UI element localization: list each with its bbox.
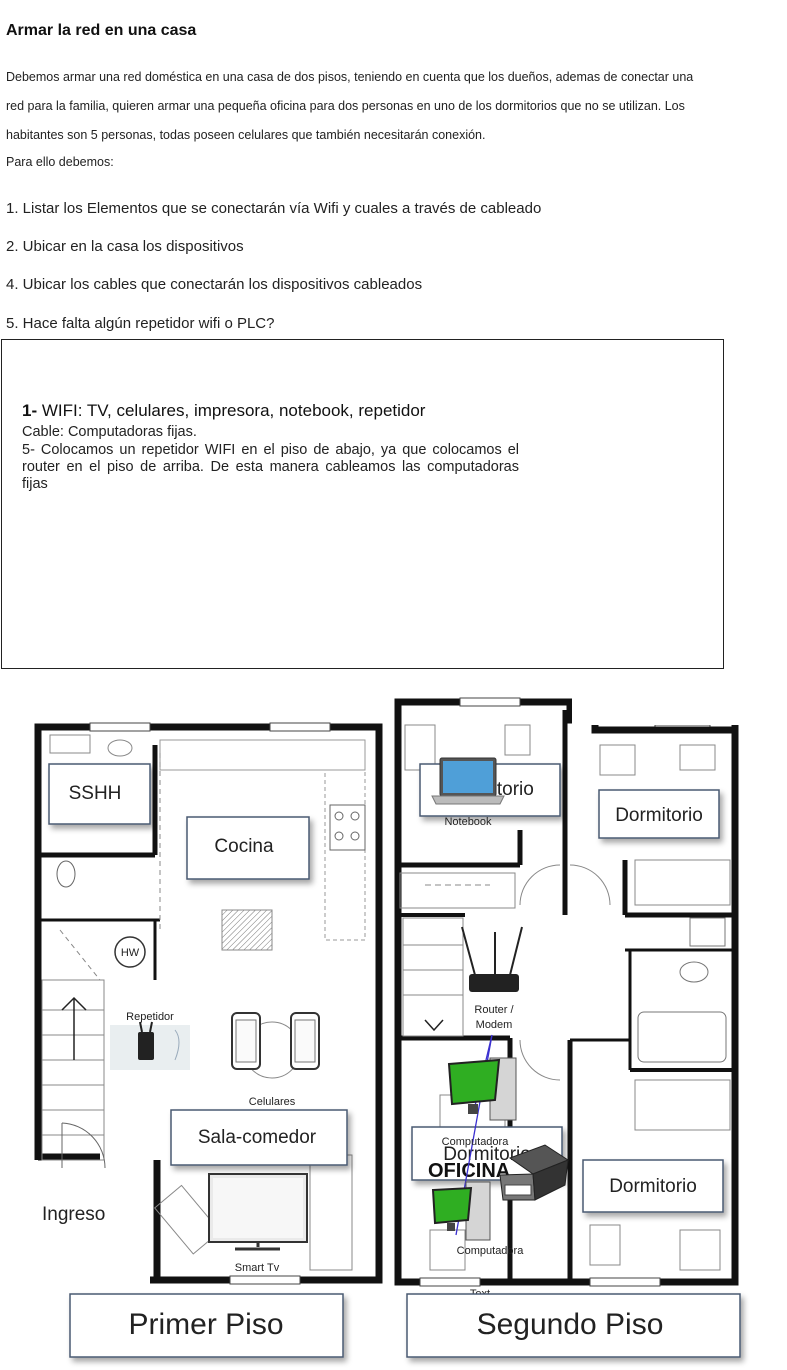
room-dormitorio-bottom-right: Dormitorio <box>582 1159 724 1213</box>
intro-line-4: Para ello debemos: <box>6 155 114 169</box>
step-5: 5. Hace falta algún repetidor wifi o PLC… <box>6 315 275 332</box>
floor-label-first: Primer Piso <box>69 1293 344 1358</box>
page-title: Armar la red en una casa <box>6 22 197 39</box>
intro-line-3: habitantes son 5 personas, todas poseen … <box>6 128 486 142</box>
room-ingreso: Ingreso <box>42 1204 105 1225</box>
svg-text:Sala-comedor: Sala-comedor <box>198 1127 317 1148</box>
room-dormitorio-top-right: Dormitorio <box>598 789 720 839</box>
room-oficina-label: OFICINA <box>428 1160 510 1182</box>
smart-tv-label: Smart Tv <box>235 1262 280 1274</box>
hw-label: HW <box>121 947 140 959</box>
printer-device[interactable] <box>499 1144 570 1201</box>
celulares-device[interactable]: Celulares <box>231 1012 320 1108</box>
intro-line-2: red para la familia, quieren armar una p… <box>6 99 685 113</box>
computadora-1-device[interactable]: Computadora <box>442 1057 517 1148</box>
step-4: 4. Ubicar los cables que conectarán los … <box>6 276 423 293</box>
room-sala-comedor: Sala-comedor <box>170 1109 348 1166</box>
room-cocina: Cocina <box>186 816 310 880</box>
intro-line-1: Debemos armar una red doméstica en una c… <box>6 70 694 84</box>
house-floor-plan: HW SSHH Cocina Sala-comedor Ingreso Repe… <box>32 697 742 1358</box>
celulares-label: Celulares <box>249 1096 296 1108</box>
computadora-1-label: Computadora <box>442 1136 510 1148</box>
answer-line-1: 1- WIFI: TV, celulares, impresora, noteb… <box>22 401 426 420</box>
answer-line-2: Cable: Computadoras fijas. <box>22 424 197 440</box>
router-label: Router / <box>474 1004 514 1016</box>
computadora-2-device[interactable]: Computadora <box>431 1181 525 1257</box>
svg-text:Dormitorio: Dormitorio <box>443 1144 531 1165</box>
notebook-label: Notebook <box>444 816 492 828</box>
router-modem-device[interactable]: Router / Modem <box>461 926 523 1031</box>
repetidor-device[interactable]: Repetidor <box>110 1011 190 1070</box>
step-1: 1. Listar los Elementos que se conectará… <box>6 200 542 217</box>
svg-text:SSHH: SSHH <box>69 783 122 804</box>
step-2: 2. Ubicar en la casa los dispositivos <box>6 238 244 255</box>
svg-text:Dormitorio: Dormitorio <box>615 805 703 826</box>
answer-line-3: 5- Colocamos un repetidor WIFI en el pis… <box>22 442 519 492</box>
repetidor-label: Repetidor <box>126 1011 174 1023</box>
svg-text:Dormitorio: Dormitorio <box>609 1176 697 1197</box>
modem-label: Modem <box>476 1019 513 1031</box>
notebook-device[interactable]: Notebook <box>431 757 505 828</box>
answer-textbox[interactable]: 1- WIFI: TV, celulares, impresora, noteb… <box>1 339 724 669</box>
svg-text:Segundo Piso: Segundo Piso <box>477 1308 664 1341</box>
room-sshh: SSHH <box>48 763 151 825</box>
svg-text:Primer Piso: Primer Piso <box>128 1308 283 1341</box>
svg-text:Cocina: Cocina <box>214 836 274 857</box>
smart-tv-device[interactable]: Smart Tv <box>208 1173 308 1274</box>
computadora-2-label: Computadora <box>457 1245 525 1257</box>
floor-label-second: Segundo Piso <box>406 1293 741 1358</box>
